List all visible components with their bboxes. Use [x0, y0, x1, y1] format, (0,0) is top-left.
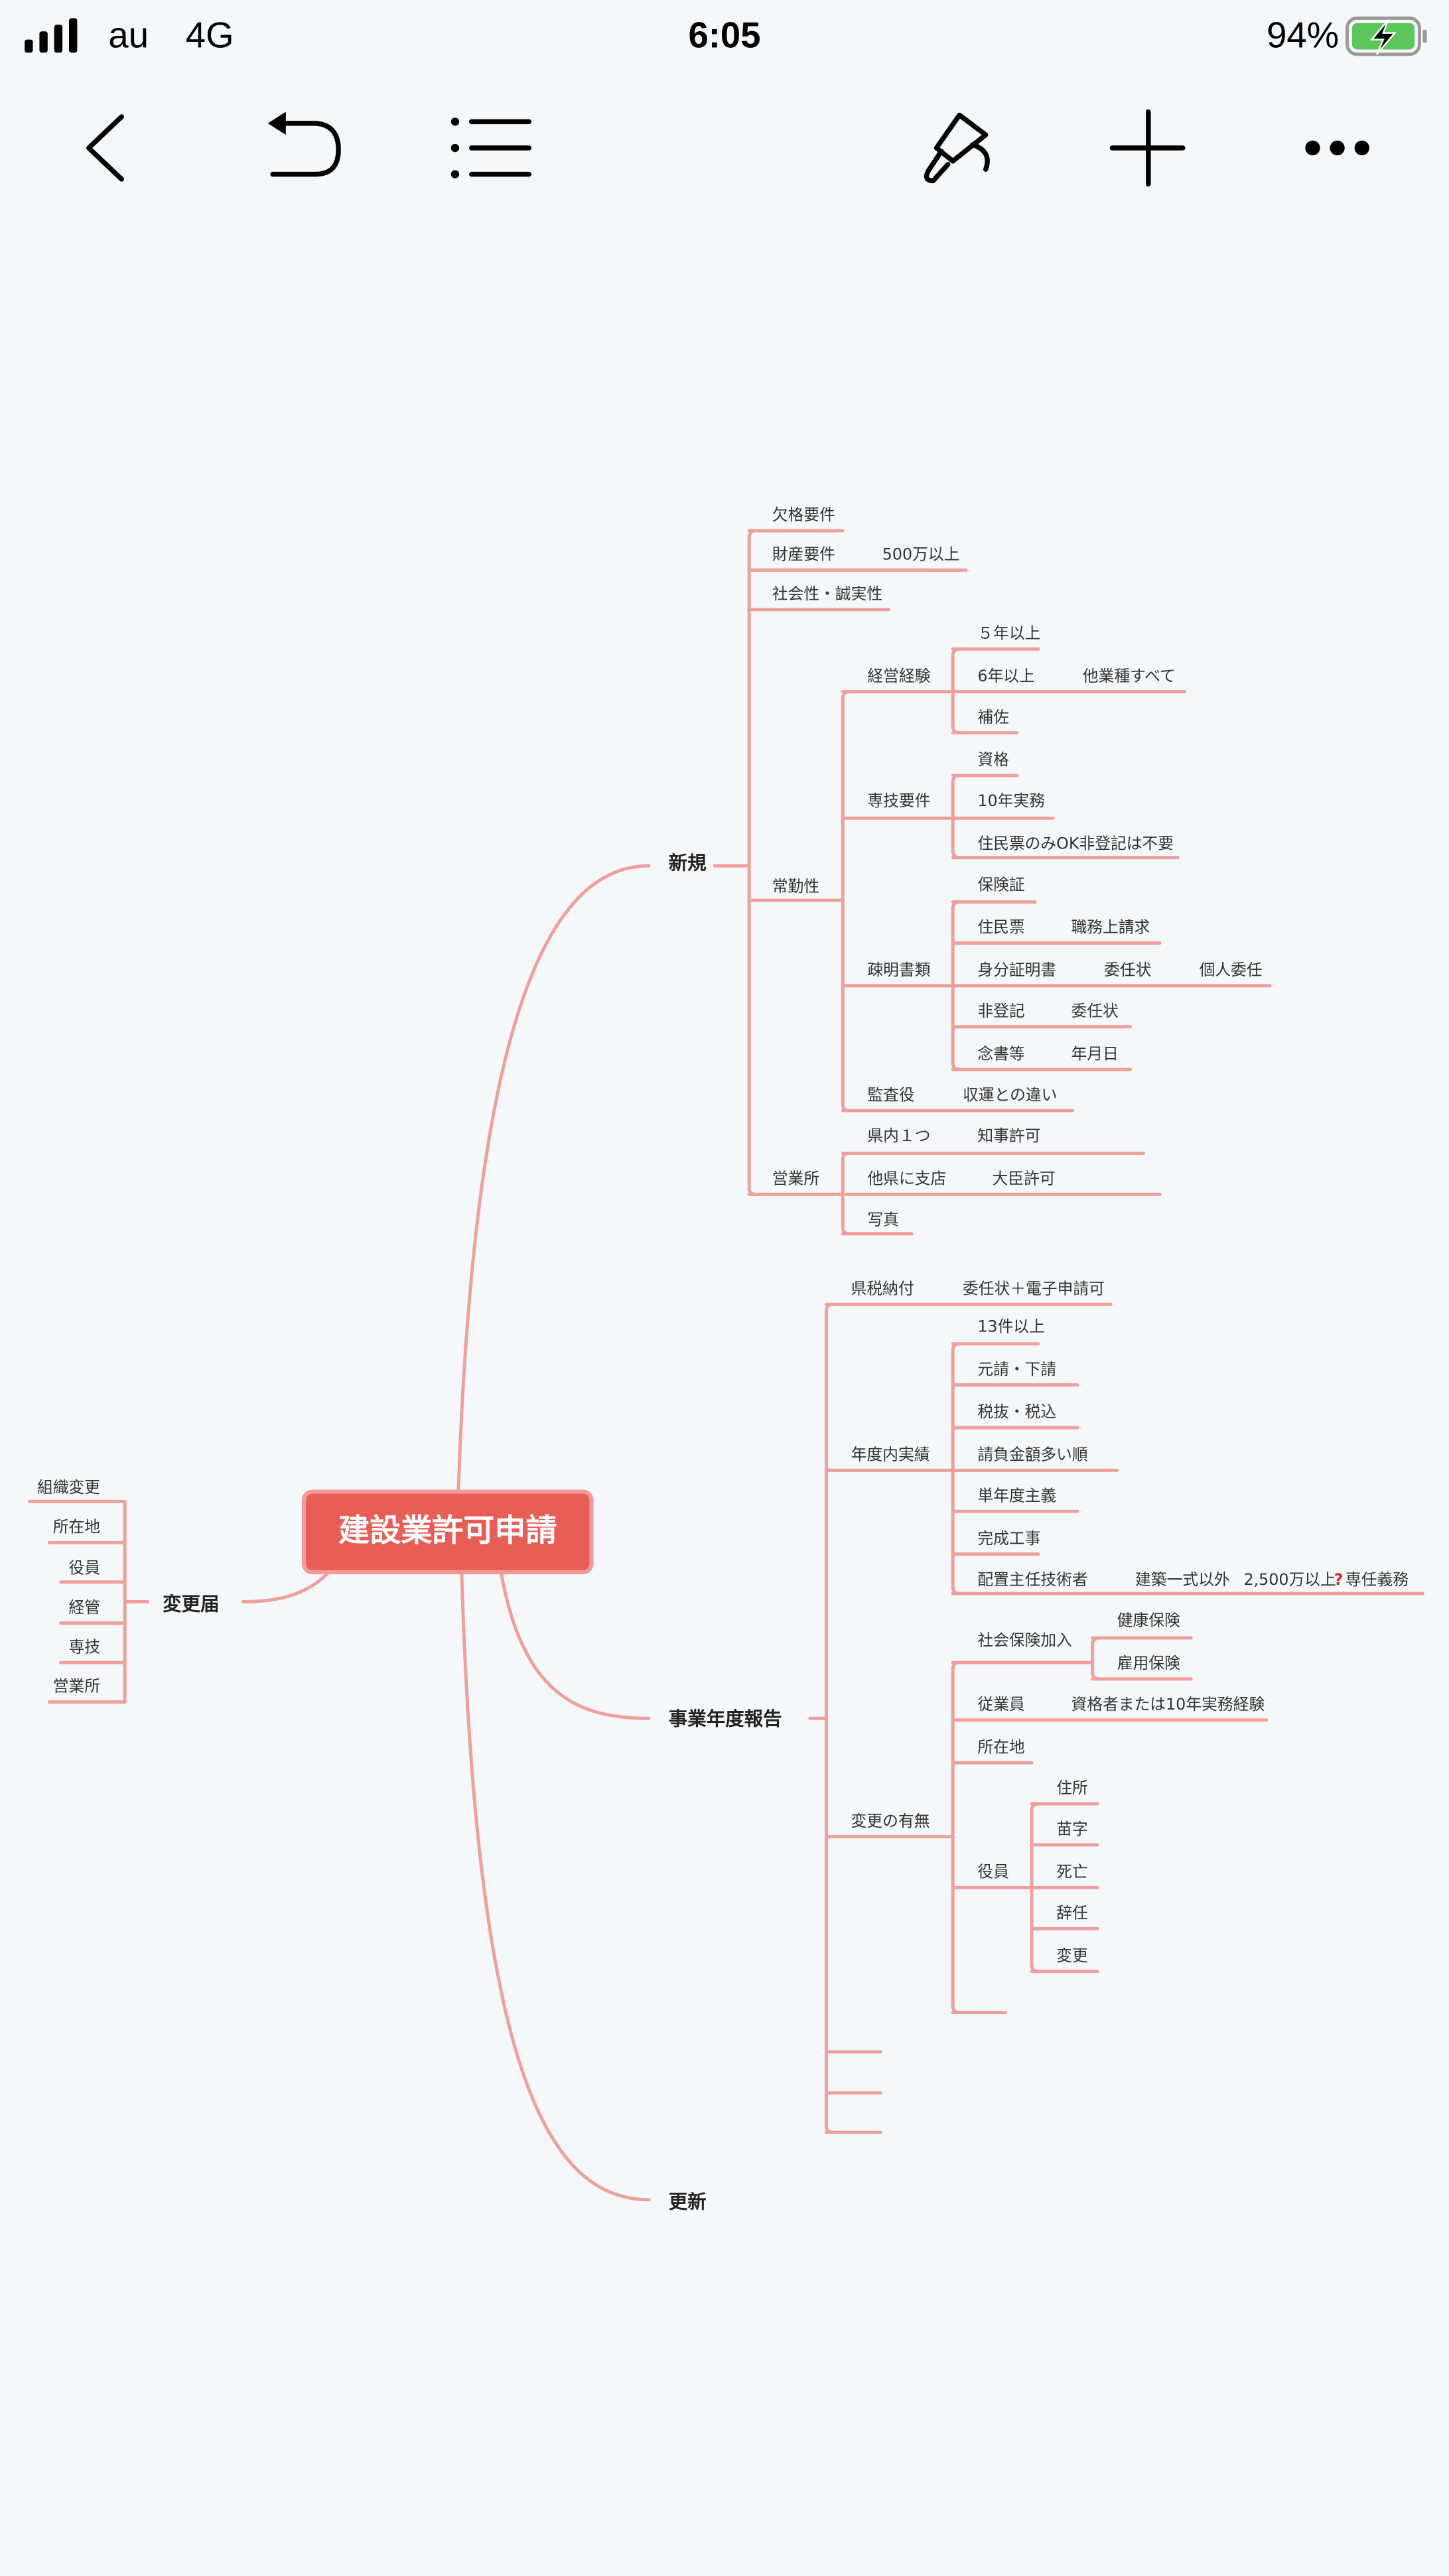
topic-label[interactable]: 所在地 — [977, 1737, 1024, 1756]
topic-label[interactable]: 単年度主義 — [977, 1486, 1056, 1505]
topic-label[interactable]: 疎明書類 — [867, 961, 930, 979]
topic-label[interactable]: 常勤性 — [772, 877, 819, 896]
topic-label[interactable]: 役員 — [977, 1863, 1009, 1881]
toolbar — [66, 99, 1380, 198]
main-topic-renewal[interactable]: 更新 — [669, 2191, 707, 2213]
topic-label[interactable]: 税抜・税込 — [977, 1402, 1056, 1421]
root-topic-label[interactable]: 建設業許可申請 — [338, 1513, 557, 1549]
topic-label[interactable]: 収運との違い — [963, 1085, 1057, 1104]
topic-label[interactable]: 専技要件 — [867, 791, 930, 810]
outline-button[interactable] — [441, 107, 539, 189]
status-bar: au 4G 6:05 94% — [25, 15, 1427, 56]
topic-label[interactable]: 配置主任技術者 — [977, 1570, 1087, 1589]
topic-label[interactable]: 健康保険 — [1117, 1611, 1180, 1630]
topic-label[interactable]: 社会性・誠実性 — [772, 584, 882, 603]
branch-curve-notice — [242, 1570, 330, 1603]
topic-label[interactable]: 変更 — [1056, 1946, 1088, 1965]
topic-label[interactable]: 役員 — [69, 1558, 101, 1577]
root-topic[interactable] — [302, 1489, 594, 1574]
topic-label[interactable]: 職務上請求 — [1071, 918, 1150, 937]
topic-label[interactable]: 個人委任 — [1200, 961, 1263, 979]
branch-bracket — [951, 774, 961, 860]
topic-label[interactable]: 死亡 — [1056, 1863, 1088, 1881]
topic-label[interactable]: 念書等 — [977, 1044, 1024, 1063]
branch-bracket — [825, 1302, 835, 2134]
topic-label[interactable]: 経管 — [69, 1598, 101, 1617]
topic-label[interactable]: 住民票 — [977, 918, 1024, 937]
topic-label[interactable]: 住所 — [1056, 1779, 1088, 1797]
topic-label[interactable]: 財産要件 — [772, 545, 835, 564]
topic-label[interactable]: 苗字 — [1056, 1820, 1088, 1838]
topic-label[interactable]: 年度内実績 — [851, 1446, 930, 1464]
topic-label[interactable]: 雇用保険 — [1117, 1654, 1180, 1672]
topic-label[interactable]: 経営経験 — [867, 667, 930, 685]
topic-label[interactable]: 委任状 — [1071, 1002, 1119, 1020]
add-topic-button[interactable] — [1104, 107, 1194, 189]
topic-label[interactable]: 営業所 — [772, 1170, 819, 1188]
topic-label[interactable]: 所在地 — [53, 1518, 100, 1536]
topic-label[interactable]: 従業員 — [977, 1695, 1024, 1714]
topic-label[interactable]: 身分証明書 — [977, 961, 1056, 979]
topic-label[interactable]: 他県に支店 — [867, 1170, 946, 1188]
topic-label[interactable]: 欠格要件 — [772, 506, 835, 524]
topic-label[interactable]: 知事許可 — [977, 1126, 1040, 1145]
topic-label[interactable]: 監査役 — [867, 1085, 914, 1104]
topic-label[interactable]: 住民票のみOK非登記は不要 — [977, 834, 1174, 852]
topic-label[interactable]: 10年実務 — [977, 791, 1045, 810]
topic-label[interactable]: 県税納付 — [851, 1279, 914, 1298]
back-button[interactable] — [66, 99, 148, 198]
battery-charging-icon — [1346, 16, 1427, 56]
topic-label[interactable]: 営業所 — [53, 1677, 100, 1696]
topic-label[interactable]: 補佐 — [977, 708, 1009, 726]
branch-curve-renewal — [460, 1570, 651, 2202]
topic-label[interactable]: 500万以上 — [882, 545, 960, 564]
topic-label[interactable]: 完成工事 — [977, 1529, 1040, 1548]
topic-label[interactable]: 元請・下請 — [977, 1360, 1056, 1379]
branch-bracket — [747, 529, 758, 1196]
topic-label[interactable]: 社会保険加入 — [977, 1631, 1072, 1649]
topic-label[interactable]: 写真 — [867, 1210, 899, 1229]
topic-label[interactable]: 年月日 — [1071, 1044, 1118, 1063]
topic-label[interactable]: 建築一式以外 — [1135, 1570, 1230, 1589]
topic-label[interactable]: 6年以上 — [977, 667, 1034, 685]
branch-curve-new — [456, 864, 651, 1494]
more-button[interactable] — [1290, 115, 1380, 181]
style-brush-button[interactable] — [912, 107, 1010, 189]
clock: 6:05 — [688, 15, 760, 56]
topic-label[interactable]: 資格者または10年実務経験 — [1071, 1695, 1265, 1714]
topic-label[interactable]: 専技 — [69, 1637, 101, 1656]
topic-label[interactable]: 委任状 — [1104, 961, 1152, 979]
branch-bracket — [951, 1342, 961, 1595]
main-topic-change-notice[interactable]: 変更届 — [163, 1593, 219, 1615]
topic-label[interactable]: 大臣許可 — [993, 1170, 1056, 1188]
main-topic-annual-report[interactable]: 事業年度報告 — [669, 1708, 782, 1730]
undo-button[interactable] — [255, 99, 354, 198]
branch-bracket — [1091, 1636, 1101, 1681]
carrier-label: au — [108, 15, 149, 56]
branch-bracket — [841, 690, 851, 1113]
branch-curve-annual — [499, 1570, 651, 1720]
topic-label[interactable]: 他業種すべて — [1083, 667, 1176, 685]
battery-percent: 94% — [1267, 15, 1339, 56]
topic-label[interactable]: 保険証 — [977, 875, 1024, 894]
network-label: 4G — [186, 15, 234, 56]
topic-label[interactable]: 請負金額多い順 — [977, 1446, 1088, 1464]
topic-label[interactable]: 13件以上 — [977, 1317, 1045, 1335]
topic-label[interactable]: 非登記 — [977, 1002, 1024, 1020]
question-mark-icon[interactable]: ? — [1334, 1570, 1344, 1589]
signal-icon — [25, 18, 78, 53]
topic-label[interactable]: 変更の有無 — [851, 1812, 930, 1830]
topic-label[interactable]: 2,500万以上 — [1243, 1570, 1336, 1589]
topic-label[interactable]: 専任義務 — [1346, 1570, 1409, 1589]
topic-label[interactable]: 県内１つ — [867, 1126, 930, 1145]
topic-label[interactable]: 辞任 — [1056, 1903, 1088, 1922]
topic-label[interactable]: ５年以上 — [977, 624, 1040, 642]
topic-label[interactable]: 委任状＋電子申請可 — [963, 1279, 1105, 1298]
topic-label[interactable]: 組織変更 — [37, 1478, 100, 1497]
topic-label[interactable]: 資格 — [977, 750, 1009, 769]
branch-bracket — [951, 1661, 961, 2014]
main-topic-new[interactable]: 新規 — [669, 852, 707, 874]
